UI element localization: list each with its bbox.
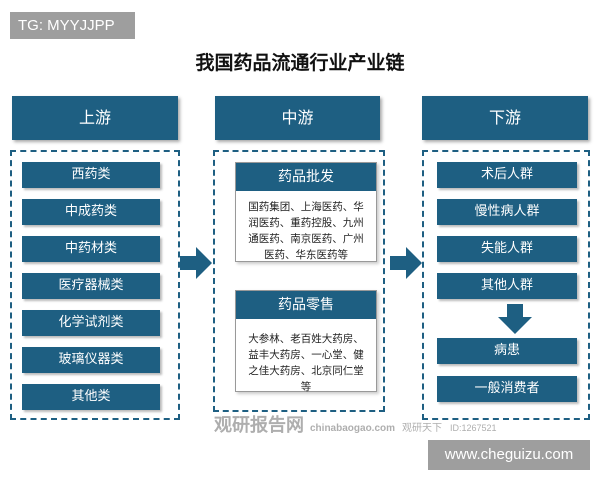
downstream-item: 慢性病人群	[437, 199, 577, 225]
watermark-brand: 观研报告网	[214, 415, 304, 435]
midstream-box	[213, 150, 385, 412]
downstream-item: 病患	[437, 338, 577, 364]
upstream-box	[10, 150, 180, 420]
downstream-item: 其他人群	[437, 273, 577, 299]
upstream-item: 化学试剂类	[22, 310, 160, 336]
downstream-header: 下游	[422, 96, 588, 140]
right-arrow-icon	[180, 247, 212, 279]
upstream-item: 医疗器械类	[22, 273, 160, 299]
downstream-item: 失能人群	[437, 236, 577, 262]
watermark-account: 观研天下	[402, 423, 442, 434]
right-arrow-icon	[390, 247, 422, 279]
watermark-id: ID:1267521	[450, 423, 497, 433]
tag-label: TG: MYYJJPP	[10, 12, 135, 39]
upstream-item: 西药类	[22, 162, 160, 188]
upstream-item: 其他类	[22, 384, 160, 410]
retail-card: 药品零售 大参林、老百姓大药房、益丰大药房、一心堂、健之佳大药房、北京同仁堂等	[235, 290, 377, 393]
upstream-header: 上游	[12, 96, 178, 140]
retail-body: 大参林、老百姓大药房、益丰大药房、一心堂、健之佳大药房、北京同仁堂等	[248, 333, 364, 393]
downstream-box	[422, 150, 590, 420]
down-arrow-icon	[498, 304, 532, 334]
retail-title: 药品零售	[236, 291, 376, 319]
upstream-item: 中成药类	[22, 199, 160, 225]
wholesale-card: 药品批发 国药集团、上海医药、华润医药、重药控股、九州通医药、南京医药、广州医药…	[235, 162, 377, 262]
upstream-item: 中药材类	[22, 236, 160, 262]
diagram-title: 我国药品流通行业产业链	[195, 52, 405, 74]
wholesale-title: 药品批发	[236, 163, 376, 191]
footer-site-label: www.cheguizu.com	[428, 440, 590, 470]
midstream-header: 中游	[215, 96, 380, 140]
upstream-item: 玻璃仪器类	[22, 347, 160, 373]
wholesale-body: 国药集团、上海医药、华润医药、重药控股、九州通医药、南京医药、广州医药、华东医药…	[248, 201, 364, 261]
downstream-item: 一般消费者	[437, 376, 577, 402]
watermark-domain: chinabaogao.com	[310, 423, 396, 434]
downstream-item: 术后人群	[437, 162, 577, 188]
